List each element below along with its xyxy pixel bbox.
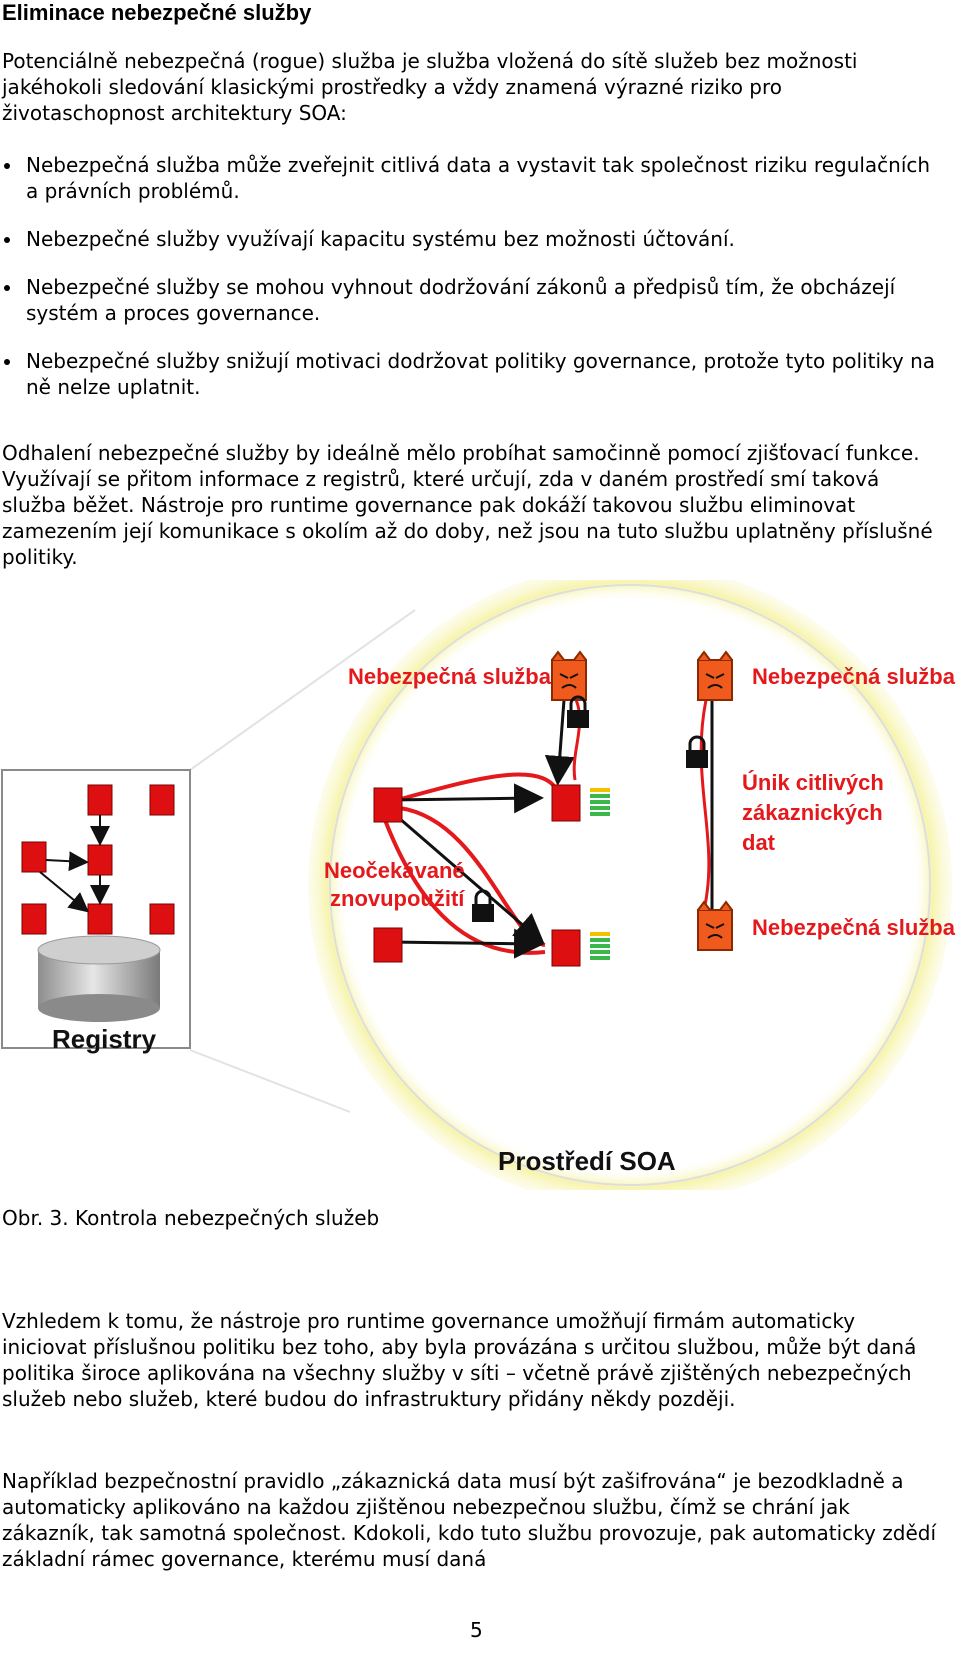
service-box: [373, 927, 403, 963]
registry-service-box: [21, 841, 47, 873]
connection-arrow: [544, 699, 575, 786]
zoom-line: [189, 609, 416, 771]
list-item: Nebezpečná služba může zveřejnit citlivá…: [0, 152, 940, 204]
data-leak-label: dat: [742, 830, 776, 855]
bullet-dot: [4, 237, 10, 243]
registry-arrow: [45, 851, 89, 872]
figure-caption: Obr. 3. Kontrola nebezpečných služeb: [2, 1206, 380, 1230]
unexpected-reuse-label: Neočekávané: [324, 858, 465, 883]
rogue-service-label: Nebezpečná služba: [752, 915, 956, 940]
list-item: Nebezpečné služby využívají kapacitu sys…: [0, 226, 940, 252]
rogue-service-icon: [551, 650, 587, 701]
page-number: 5: [470, 1618, 483, 1642]
registry-service-box: [87, 784, 113, 816]
risk-list: Nebezpečná služba může zveřejnit citlivá…: [0, 152, 940, 422]
zoom-line: [189, 1049, 351, 1113]
rogue-service-label: Nebezpečná služba: [348, 664, 552, 689]
usage-meter: [590, 932, 610, 960]
soa-environment-label: Prostředí SOA: [498, 1146, 676, 1176]
soa-environment-halo: [308, 580, 952, 1190]
registry-arrow: [39, 871, 90, 913]
registry-service-box: [21, 903, 47, 935]
usage-meter: [590, 788, 610, 816]
body-paragraph: Například bezpečnostní pravidlo „zákazni…: [2, 1469, 936, 1571]
service-box: [551, 929, 581, 967]
intro-paragraph: Potenciálně nebezpečná (rogue) služba je…: [2, 49, 858, 125]
lock-icon: [686, 735, 708, 768]
bullet-dot: [4, 359, 10, 365]
soa-environment-boundary: [329, 584, 931, 1186]
connection-arrow: [389, 783, 544, 814]
registry-service-box: [87, 903, 113, 935]
rogue-service-icon: [697, 650, 733, 701]
rogue-service-label: Nebezpečná služba: [752, 664, 956, 689]
registry-service-box: [87, 844, 113, 876]
soa-rogue-services-diagram: Registry: [1, 580, 956, 1190]
unexpected-reuse-label: znovupoužití: [330, 886, 465, 911]
registry-database-top: [37, 935, 161, 965]
registry-panel: [1, 769, 191, 1049]
registry-service-box: [149, 784, 175, 816]
lock-icon: [472, 889, 494, 922]
rogue-service-icon: [697, 900, 733, 951]
service-box: [373, 787, 403, 823]
body-paragraph: Vzhledem k tomu, že nástroje pro runtime…: [2, 1309, 917, 1411]
section-title: Eliminace nebezpečné služby: [2, 0, 312, 25]
registry-service-box: [149, 903, 175, 935]
detection-paragraph: Odhalení nebezpečné služby by ideálně mě…: [2, 441, 933, 569]
service-box: [551, 784, 581, 822]
bullet-dot: [4, 285, 10, 291]
connection-arrow: [389, 928, 544, 959]
connection-arrow: [391, 810, 545, 944]
leak-curve: [699, 699, 711, 911]
registry-label: Registry: [52, 1024, 157, 1054]
data-leak-label: zákaznických: [742, 800, 883, 825]
data-leak-label: Únik citlivých: [742, 770, 884, 795]
lock-icon: [567, 695, 589, 728]
list-item: Nebezpečné služby se mohou vyhnout dodrž…: [0, 274, 940, 326]
registry-database-bottom: [38, 994, 160, 1022]
list-item: Nebezpečné služby snižují motivaci dodrž…: [0, 348, 940, 400]
bullet-dot: [4, 163, 10, 169]
